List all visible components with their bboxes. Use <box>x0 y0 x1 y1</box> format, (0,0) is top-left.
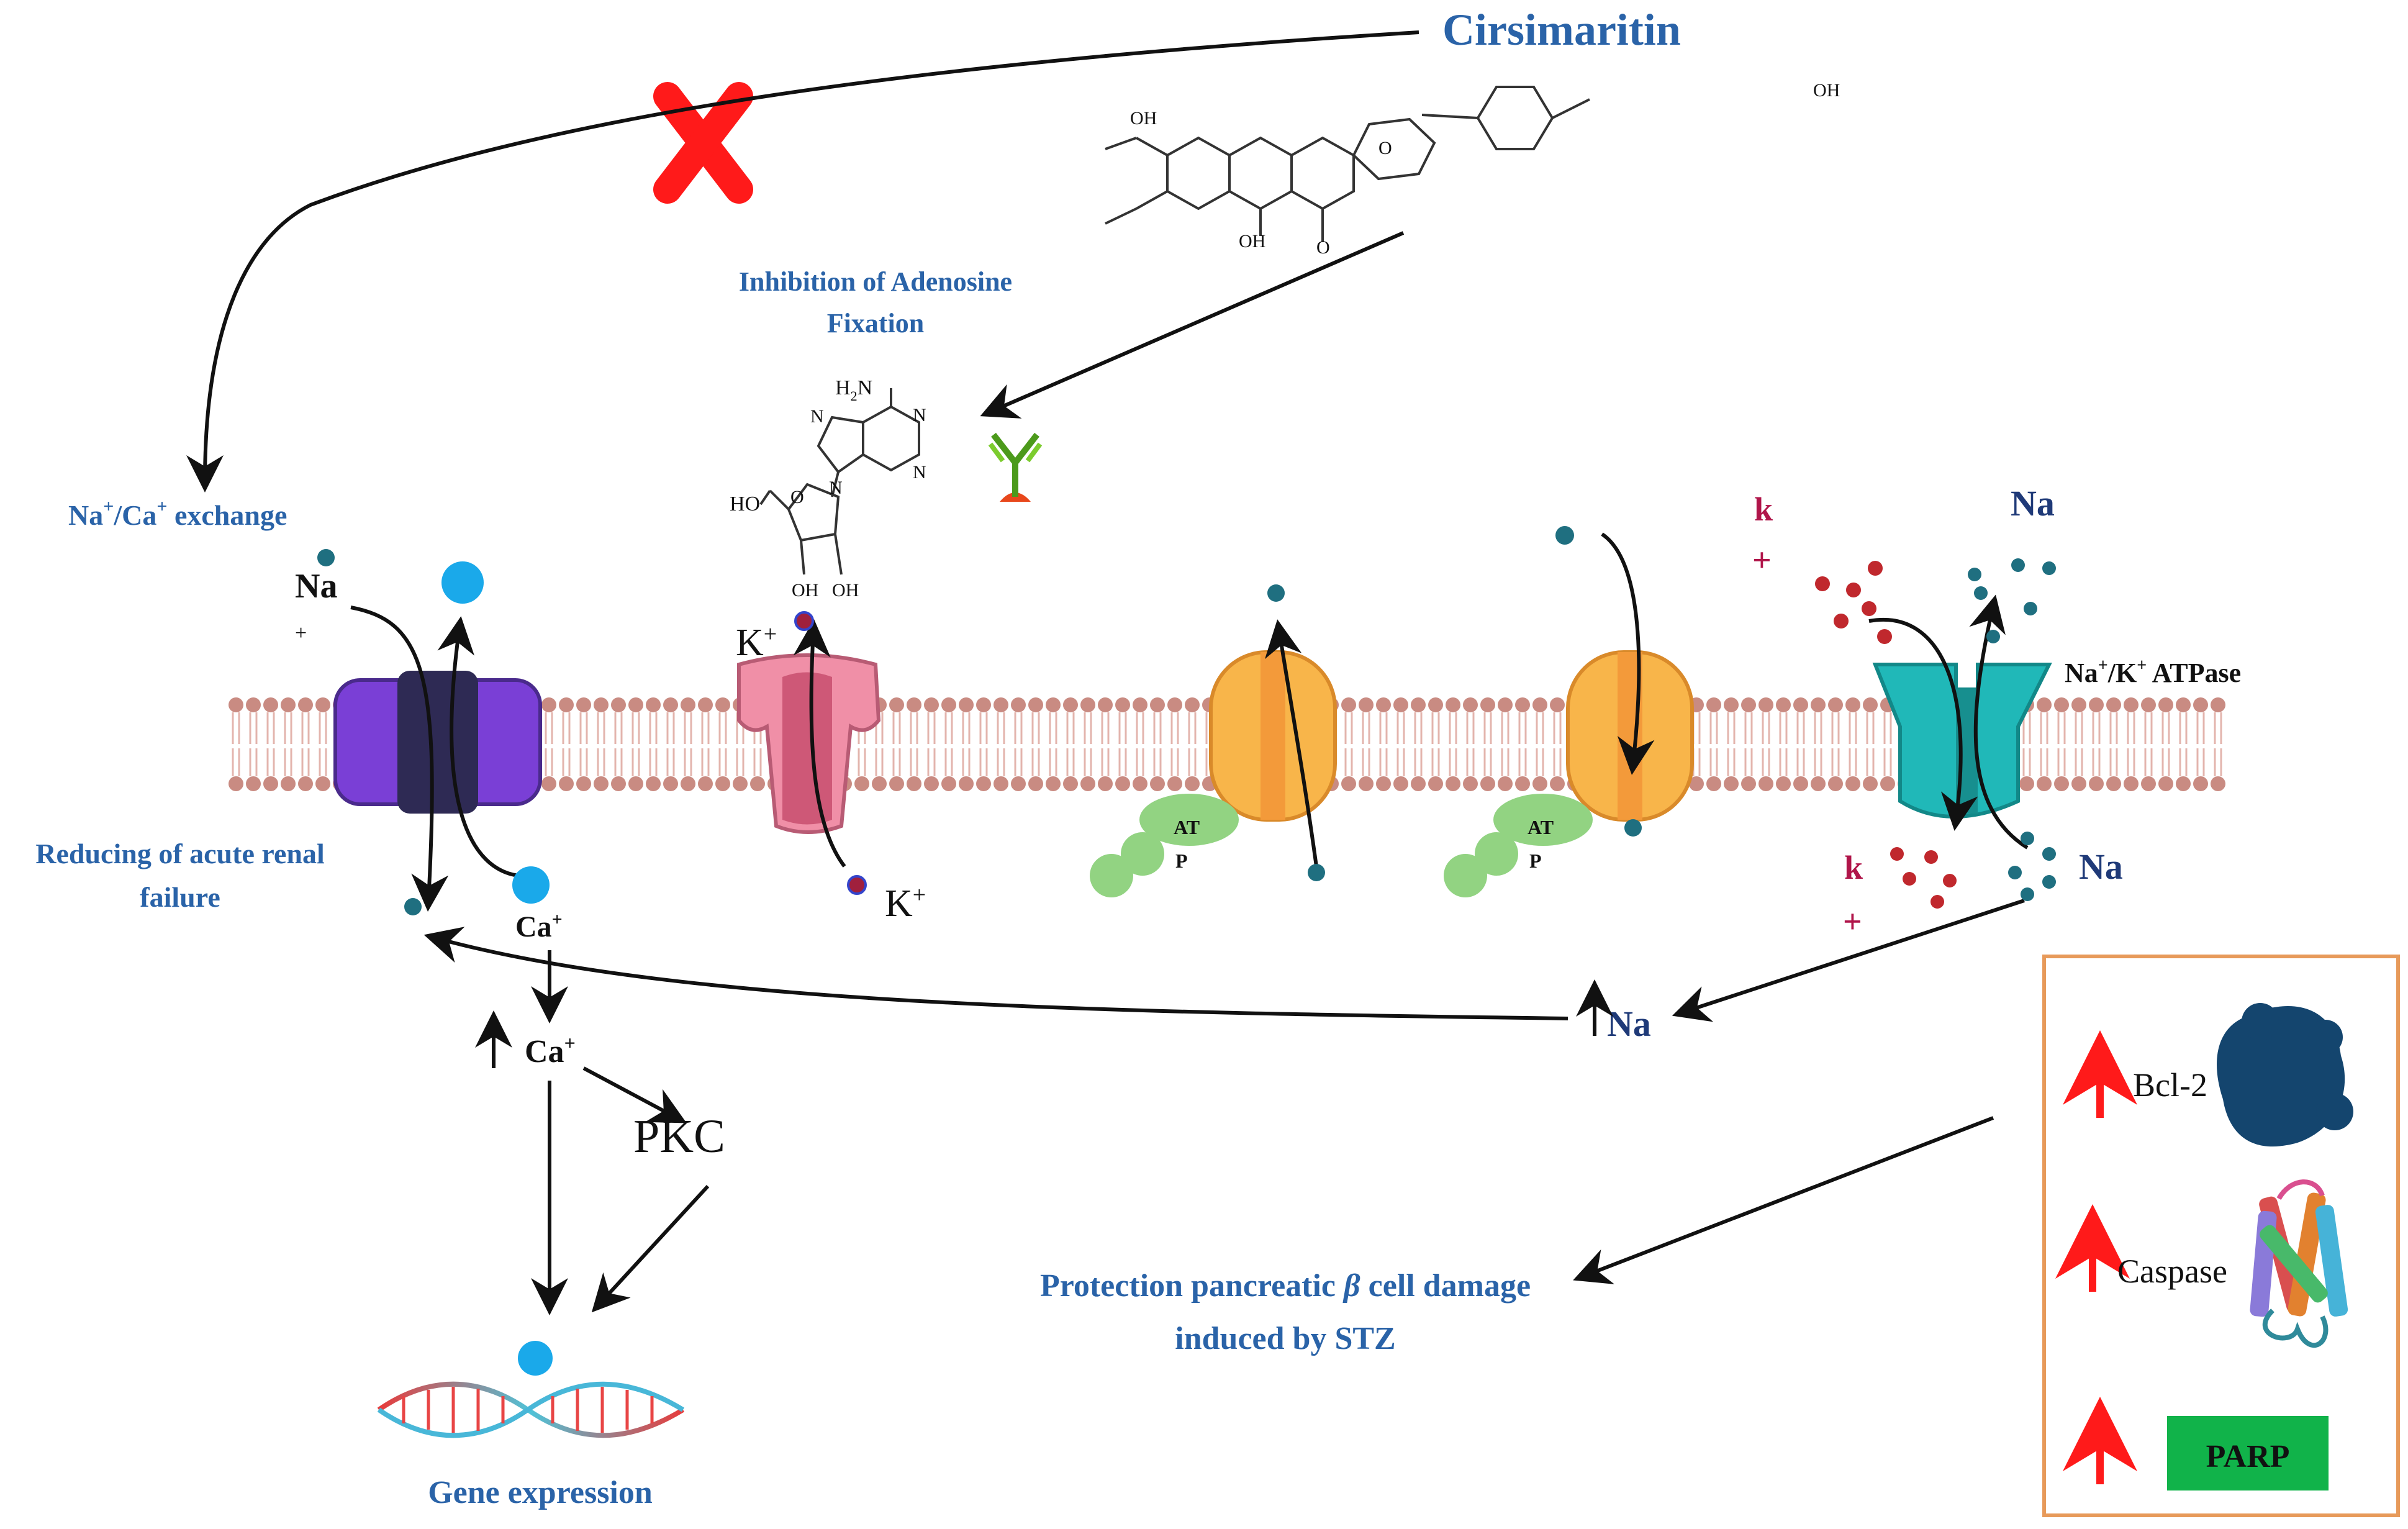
k-ion-cluster-top <box>1815 561 1892 644</box>
renal-label-line2: failure <box>140 881 220 913</box>
k-right-bottom-plus: + <box>1843 903 1862 940</box>
na-ca-exchanger <box>333 671 542 814</box>
n-3: N <box>810 406 824 427</box>
potassium-channel <box>737 653 881 834</box>
inhibition-label-line2: Fixation <box>827 308 924 338</box>
atpase-label: Na+/K+ ATPase <box>2065 656 2241 688</box>
na-ion-cluster-top <box>1968 558 2056 643</box>
na-left-plus: + <box>295 622 307 645</box>
exchange-label: Na+/Ca+ exchange <box>68 496 287 531</box>
dna-icon <box>377 1381 685 1438</box>
inhibition-label-line1: Inhibition of Adenosine <box>739 266 1012 297</box>
transport-protein-2 <box>1444 650 1694 897</box>
parp-box <box>2167 1416 2329 1490</box>
bcl2-protein-icon <box>2217 1003 2353 1147</box>
ca-label-2: Ca+ <box>525 1032 576 1069</box>
oh-a: OH <box>792 580 818 601</box>
atp2-top: AT <box>1528 816 1554 838</box>
ho-label: HO <box>730 492 760 515</box>
svg-text:induced by STZ: induced by STZ <box>1175 1321 1396 1356</box>
na-right-bottom: Na <box>2079 846 2123 887</box>
cirsimaritin-structure <box>1105 86 1590 242</box>
svg-text:Na+/K+ ATPase: Na+/K+ ATPase <box>2065 656 2241 688</box>
svg-text:K+: K+ <box>885 882 926 925</box>
svg-text:K+: K+ <box>736 621 777 664</box>
na-ion-5 <box>1555 526 1574 545</box>
caspase-protein-icon <box>2250 1179 2348 1348</box>
apoptosis-legend: Bcl-2 Caspase PARP <box>2042 955 2400 1517</box>
k-ion-1 <box>794 611 814 631</box>
o-carbonyl: O <box>1316 237 1330 258</box>
na-ion-3 <box>1267 584 1285 602</box>
atp1-top: AT <box>1174 816 1200 838</box>
k-bottom-label: K+ <box>885 882 926 925</box>
o-pyran: O <box>1378 138 1392 158</box>
n-4: N <box>829 478 843 498</box>
legend-bcl2: Bcl-2 <box>2133 1066 2207 1104</box>
oh-b: OH <box>832 580 859 601</box>
ca-ion-2 <box>512 866 550 904</box>
title: Cirsimaritin <box>1442 5 1681 55</box>
k-ion-2 <box>847 875 867 895</box>
atp2-bottom: P <box>1529 850 1542 872</box>
legend-parp: PARP <box>2206 1439 2290 1474</box>
svg-text:Protection pancreatic β cell d: Protection pancreatic β cell damage <box>1040 1268 1531 1304</box>
na-ion-cluster-bottom <box>2008 832 2056 901</box>
oh-1: OH <box>1130 108 1157 129</box>
k-right-top-plus: + <box>1752 542 1772 579</box>
k-right-top: k <box>1754 491 1773 528</box>
na-right-top: Na <box>2011 483 2055 524</box>
ca-ion-1 <box>441 561 484 604</box>
ca-label-1: Ca+ <box>515 909 563 943</box>
adenosine-structure <box>759 388 920 575</box>
na-ion-6 <box>1624 819 1642 837</box>
k-top-label: K+ <box>736 621 777 664</box>
n-1: N <box>913 405 926 425</box>
receptor-icon <box>988 432 1043 502</box>
renal-label-line1: Reducing of acute renal <box>35 838 325 869</box>
svg-text:Ca+: Ca+ <box>525 1032 576 1069</box>
legend-caspase: Caspase <box>2117 1253 2227 1290</box>
na-up-label: Na <box>1607 1004 1651 1044</box>
k-ion-cluster-bottom <box>1890 847 1957 909</box>
gene-expression-label: Gene expression <box>428 1475 653 1510</box>
svg-text:Ca+: Ca+ <box>515 909 563 943</box>
svg-text:H2N: H2N <box>835 376 872 404</box>
na-ion-4 <box>1308 864 1325 881</box>
pkc-label: PKC <box>633 1110 725 1163</box>
h2n-label: H2N <box>835 376 872 404</box>
na-ion-2 <box>404 898 422 915</box>
svg-text:Na+/Ca+ exchange: Na+/Ca+ exchange <box>68 496 287 531</box>
pathway-arrows <box>186 30 2029 1315</box>
oh-2: OH <box>1239 231 1265 252</box>
na-ion-1 <box>317 549 335 566</box>
oh-3: OH <box>1813 80 1840 101</box>
k-right-bottom: k <box>1844 849 1863 886</box>
protection-label: Protection pancreatic β cell damage indu… <box>1040 1268 1531 1356</box>
n-2: N <box>913 462 926 483</box>
o-ring: O <box>790 487 804 507</box>
atp1-bottom: P <box>1175 850 1188 872</box>
ca-ion-3 <box>518 1341 553 1376</box>
na-left-label: Na <box>295 567 337 606</box>
